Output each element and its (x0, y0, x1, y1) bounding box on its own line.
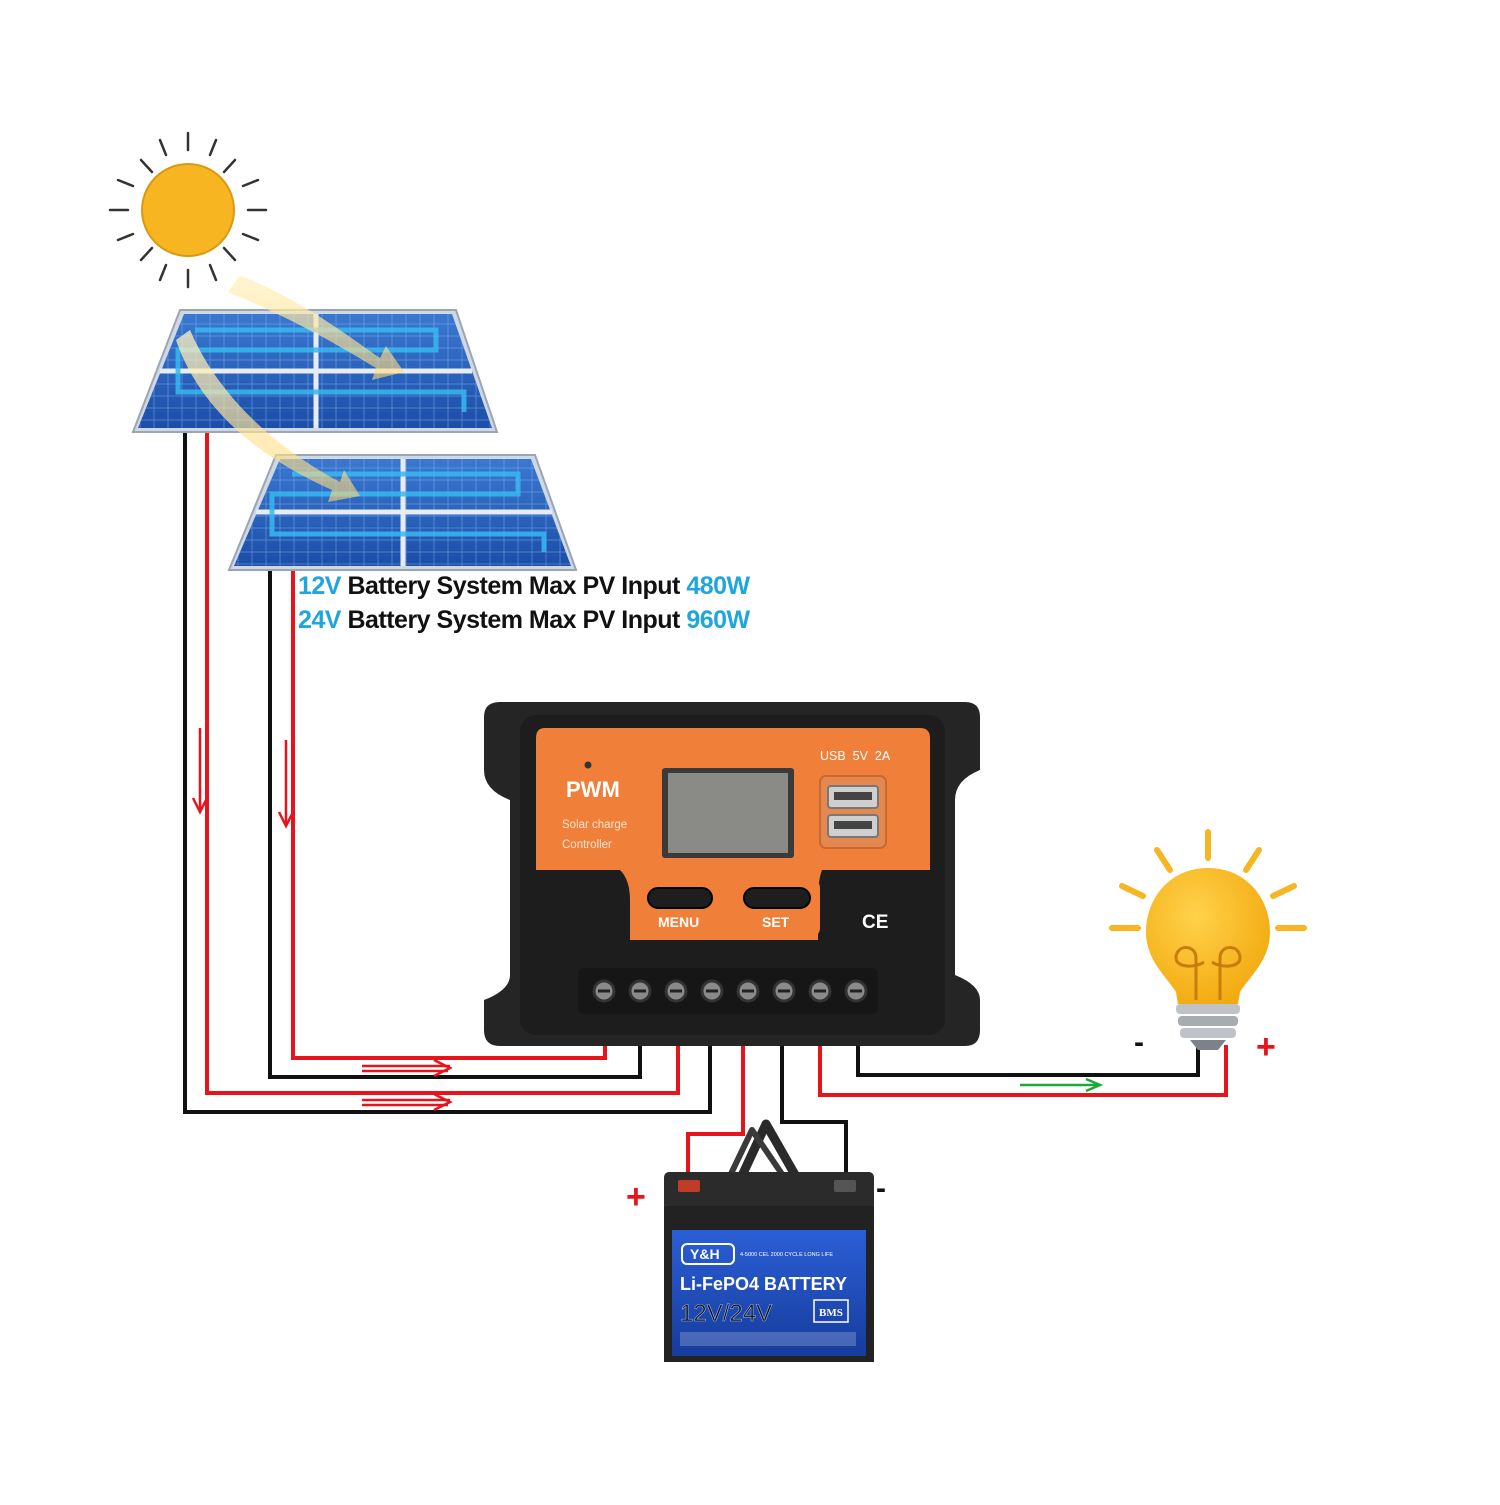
controller-type-label: PWM (566, 777, 620, 802)
battery-voltage: 12V/24V (680, 1300, 772, 1327)
menu-button[interactable] (647, 887, 713, 909)
set-label: SET (762, 914, 790, 930)
battery-bms-badge: BMS (819, 1307, 843, 1319)
terminal-block (578, 968, 878, 1014)
usb-label: USB 5V 2A (820, 749, 891, 763)
load-minus-sign: - (1134, 1026, 1144, 1059)
spec-power: 960W (686, 606, 750, 634)
set-button[interactable] (743, 887, 811, 909)
spec-voltage: 24V (298, 606, 341, 634)
sun-beams (176, 275, 404, 502)
menu-label: MENU (658, 914, 699, 930)
battery-plus-sign: + (626, 1178, 646, 1216)
spec-line-24v: 24V Battery System Max PV Input 960W (298, 606, 750, 635)
load-plus-sign: + (1256, 1028, 1276, 1066)
spec-line-12v: 12V Battery System Max PV Input 480W (298, 572, 750, 601)
solar-panel-2 (227, 454, 578, 571)
ce-mark: CE (862, 912, 888, 933)
battery-minus-sign: - (876, 1172, 886, 1205)
battery: Y&H 4-5000 CEL 2000 CYCLE LONG LIFE Li-F… (664, 1119, 874, 1362)
spec-text: Battery System Max PV Input (347, 606, 680, 634)
spec-power: 480W (686, 572, 750, 600)
load-flow-arrow (1020, 1077, 1104, 1093)
sun-icon (108, 131, 268, 289)
wires (183, 432, 1228, 1190)
spec-voltage: 12V (298, 572, 341, 600)
controller-subtitle-2: Controller (562, 839, 612, 851)
light-bulb-icon (1109, 829, 1307, 1050)
battery-brand: Y&H (690, 1246, 720, 1262)
controller-subtitle-1: Solar charge (562, 819, 627, 831)
battery-title: Li-FePO4 BATTERY (680, 1274, 847, 1294)
solar-charge-controller: PWM Solar charge Controller USB 5V 2A ME… (484, 702, 980, 1046)
battery-tagline: 4-5000 CEL 2000 CYCLE LONG LIFE (740, 1252, 833, 1258)
flow-arrows (191, 728, 1104, 1112)
spec-text: Battery System Max PV Input (347, 572, 680, 600)
